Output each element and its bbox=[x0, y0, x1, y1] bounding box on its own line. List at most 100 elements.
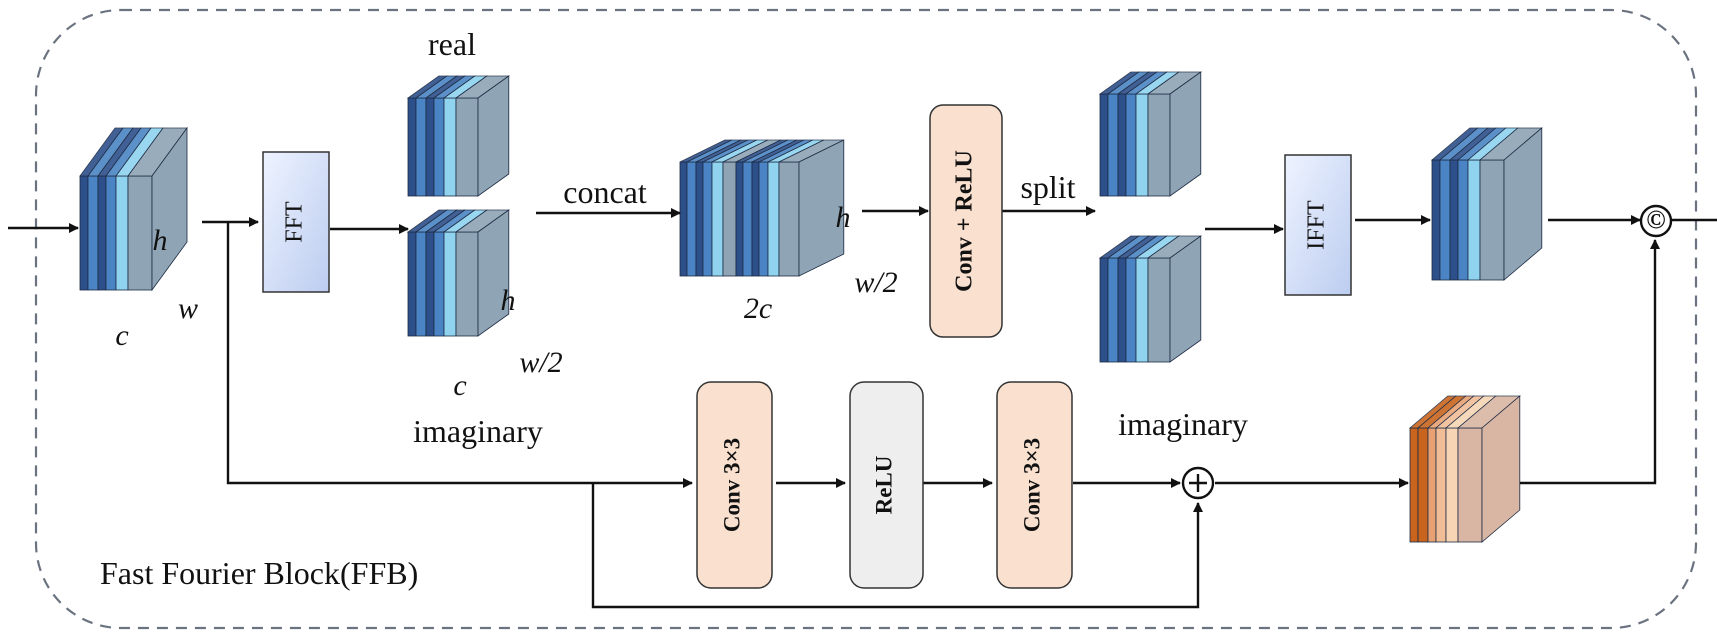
cube-side-face bbox=[1169, 71, 1202, 197]
cube-layer-front bbox=[679, 161, 688, 277]
imaginary-label-left: imaginary bbox=[413, 413, 543, 449]
cube-layer-front bbox=[735, 161, 744, 277]
cube-layer-front bbox=[79, 175, 89, 291]
add-op-icon bbox=[1181, 466, 1215, 500]
cube-side-face bbox=[1169, 235, 1202, 363]
cube-layer-front bbox=[767, 161, 780, 277]
imag-feature-cube bbox=[406, 209, 511, 337]
cube-layer-front bbox=[778, 161, 800, 277]
fft-box: FFT bbox=[262, 151, 330, 293]
skip-branch-line bbox=[226, 222, 693, 488]
cube-layer-front bbox=[455, 97, 479, 197]
cube-layer-front bbox=[455, 231, 479, 337]
cube-side-face bbox=[1481, 395, 1521, 543]
cube-layer-front bbox=[1467, 159, 1481, 281]
residual-bypass-line bbox=[591, 483, 1203, 609]
cube-layer-front bbox=[105, 175, 117, 291]
arrow-up-to-concat-op bbox=[1520, 239, 1660, 485]
cube-layer-front bbox=[1147, 257, 1171, 363]
cube-layer-front bbox=[415, 97, 427, 197]
cube-layer-front bbox=[115, 175, 129, 291]
cube-layer-front bbox=[1457, 427, 1483, 543]
cube-layer-front bbox=[1099, 257, 1109, 363]
input-feature-cube bbox=[79, 126, 188, 292]
imag-w-dim: w/2 bbox=[519, 346, 562, 379]
cube-layer-front bbox=[751, 161, 760, 277]
cube-layer-front bbox=[702, 161, 713, 277]
cube-layer-front bbox=[407, 231, 417, 337]
imag-h-dim: h bbox=[501, 284, 516, 317]
cube-side-face bbox=[477, 75, 510, 197]
cube-side-face bbox=[1503, 127, 1543, 281]
split-imag-feature-cube bbox=[1098, 235, 1203, 363]
relu-label: ReLU bbox=[871, 455, 896, 514]
ifft-label: IFFT bbox=[1304, 200, 1330, 250]
output-feature-cube bbox=[1430, 127, 1543, 281]
ifft-box: IFFT bbox=[1284, 154, 1352, 296]
concat-op-symbol: © bbox=[1646, 205, 1665, 234]
block-border bbox=[34, 8, 1698, 630]
input-w-dim: w bbox=[178, 292, 198, 325]
cube-layer-front bbox=[433, 231, 445, 337]
conv-relu-label: Conv + ReLU bbox=[952, 150, 978, 292]
connections bbox=[8, 206, 1717, 609]
cube-side-face bbox=[151, 126, 188, 292]
cube-layer-front bbox=[1107, 93, 1119, 197]
cube-layer-front bbox=[1435, 427, 1447, 543]
imag-c-dim: c bbox=[453, 369, 466, 402]
real-feature-cube bbox=[406, 75, 511, 197]
split-label: split bbox=[1020, 169, 1075, 205]
conv1-label: Conv 3×3 bbox=[719, 438, 744, 532]
cube-layer-front bbox=[758, 161, 769, 277]
cube-layer-front bbox=[722, 161, 737, 277]
conv2-box: Conv 3×3 bbox=[996, 381, 1073, 589]
cube-layer-front bbox=[127, 175, 153, 291]
cube-layer-front bbox=[1409, 427, 1419, 543]
concat-c-dim: 2c bbox=[744, 292, 772, 325]
cube-layer-front bbox=[1125, 93, 1137, 197]
cube-layer-front bbox=[1439, 159, 1451, 281]
cube-layer-front bbox=[1417, 427, 1429, 543]
cube-layer-front bbox=[1117, 93, 1127, 197]
cube-layer-front bbox=[415, 231, 427, 337]
input-h-dim: h bbox=[153, 224, 168, 257]
cube-layer-front bbox=[1135, 257, 1149, 363]
cube-layer-front bbox=[433, 97, 445, 197]
cube-layer-front bbox=[1117, 257, 1127, 363]
cube-layer-front bbox=[97, 175, 107, 291]
fft-label: FFT bbox=[282, 201, 308, 243]
cube-layer-front bbox=[87, 175, 99, 291]
cube-layer-front bbox=[443, 231, 457, 337]
cube-layer-front bbox=[1147, 93, 1171, 197]
cube-side-face bbox=[477, 209, 510, 337]
residual-feature-cube bbox=[1408, 395, 1521, 543]
imaginary-label-right: imaginary bbox=[1118, 406, 1248, 442]
cube-layer-front bbox=[1479, 159, 1505, 281]
split-real-feature-cube bbox=[1098, 71, 1203, 197]
cube-layer-front bbox=[1431, 159, 1441, 281]
concat-feature-cube bbox=[679, 139, 845, 277]
cube-layer-front bbox=[443, 97, 457, 197]
block-title: Fast Fourier Block(FFB) bbox=[100, 555, 418, 591]
input-c-dim: c bbox=[115, 319, 128, 352]
conv1-box: Conv 3×3 bbox=[696, 381, 773, 589]
cube-side-face bbox=[798, 139, 845, 277]
cube-layer-front bbox=[1107, 257, 1119, 363]
cube-layer-front bbox=[425, 97, 435, 197]
cube-layer-front bbox=[1099, 93, 1109, 197]
cube-layer-front bbox=[1449, 159, 1459, 281]
cube-layer-front bbox=[407, 97, 417, 197]
cube-layer-front bbox=[1135, 93, 1149, 197]
cube-layer-front bbox=[742, 161, 753, 277]
cube-layer-front bbox=[1427, 427, 1437, 543]
cube-layer-front bbox=[711, 161, 724, 277]
real-label: real bbox=[428, 26, 476, 62]
cube-layer-front bbox=[1445, 427, 1459, 543]
conv2-label: Conv 3×3 bbox=[1019, 438, 1044, 532]
cube-layer-front bbox=[686, 161, 697, 277]
cube-layer-front bbox=[425, 231, 435, 337]
cube-layer-front bbox=[1457, 159, 1469, 281]
concat-w-dim: w/2 bbox=[854, 266, 897, 299]
concat-op-icon: © bbox=[1639, 204, 1673, 238]
